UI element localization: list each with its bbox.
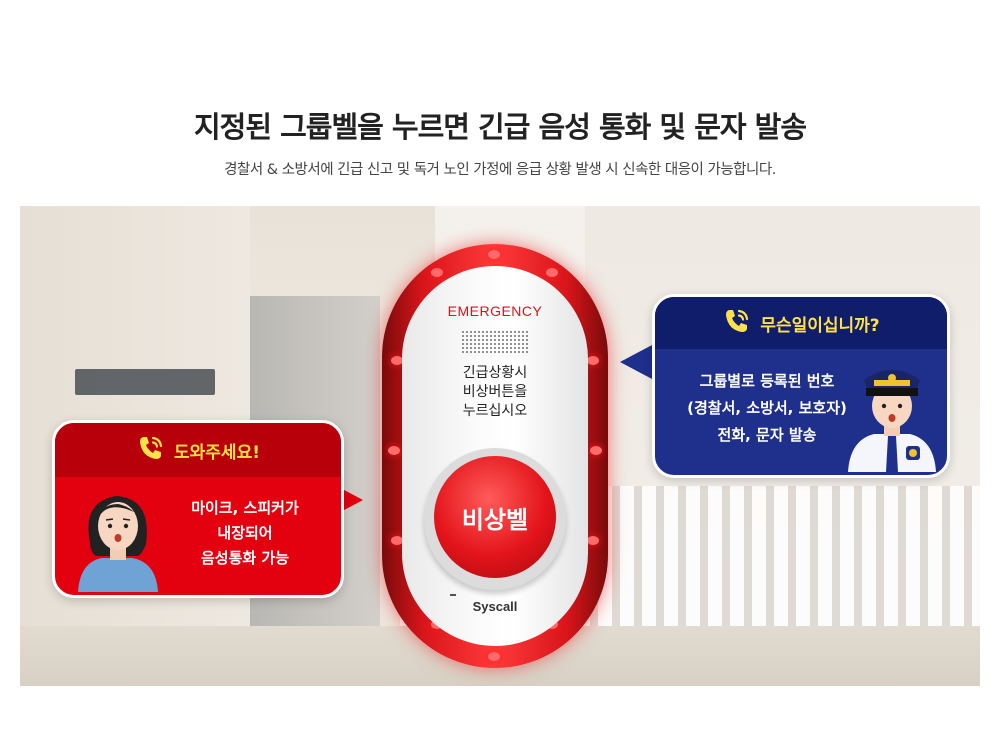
emergency-button-label: 비상벨 [461,505,529,534]
response-message-line: 전화, 문자 발송 [717,426,817,444]
speaker-grille-icon [461,330,529,354]
led-light [388,446,400,455]
led-light [488,250,500,259]
emergency-button[interactable]: 비상벨 [434,456,556,578]
page-subheading: 경찰서 & 소방서에 긴급 신고 및 독거 노인 가정에 응급 상황 발생 시 … [224,162,776,178]
response-bubble-message: 그룹별로 등록된 번호 (경찰서, 소방서, 보호자) 전화, 문자 발송 [652,368,882,449]
brand-logo: Syscall [472,599,518,614]
response-bubble-header: 무슨일이십니까? [655,297,947,349]
help-message-line: 음성통화 가능 [200,549,290,567]
instruction-line: 비상버튼을 [462,384,528,400]
led-light [391,356,403,365]
led-light [587,536,599,545]
led-light [488,652,500,661]
phone-call-icon [722,306,752,341]
page-headline: 지정된 그룹벨을 누르면 긴급 음성 통화 및 문자 발송 [193,110,807,144]
device-instructions: 긴급상황시 비상버튼을 누르십시오 [402,364,588,421]
phone-call-icon [136,433,166,468]
response-message-line: (경찰서, 소방서, 보호자) [687,399,847,417]
emergency-label: EMERGENCY [447,303,543,319]
led-light [546,268,558,277]
help-bubble-header: 도와주세요! [55,423,341,477]
response-bubble-title: 무슨일이십니까? [760,315,880,336]
led-light [391,536,403,545]
police-officer-illustration [842,350,942,472]
instruction-line: 누르십시오 [462,403,528,419]
bubble-tail-right [620,344,654,380]
woman-illustration [68,482,168,592]
help-message-line: 내장되어 [217,524,273,542]
led-light [431,268,443,277]
background-sign [75,369,215,395]
help-bubble-title: 도와주세요! [174,442,260,463]
help-bubble-message: 마이크, 스피커가 내장되어 음성통화 가능 [150,496,340,571]
instruction-line: 긴급상황시 [462,365,528,381]
hero-scene: EMERGENCY 긴급상황시 비상버튼을 누르십시오 비상벨 Syscall … [20,206,980,686]
led-light [587,356,599,365]
device-indicator-mark [450,594,456,596]
response-message-line: 그룹별로 등록된 번호 [699,372,835,390]
help-message-line: 마이크, 스피커가 [191,499,299,517]
led-light [590,446,602,455]
